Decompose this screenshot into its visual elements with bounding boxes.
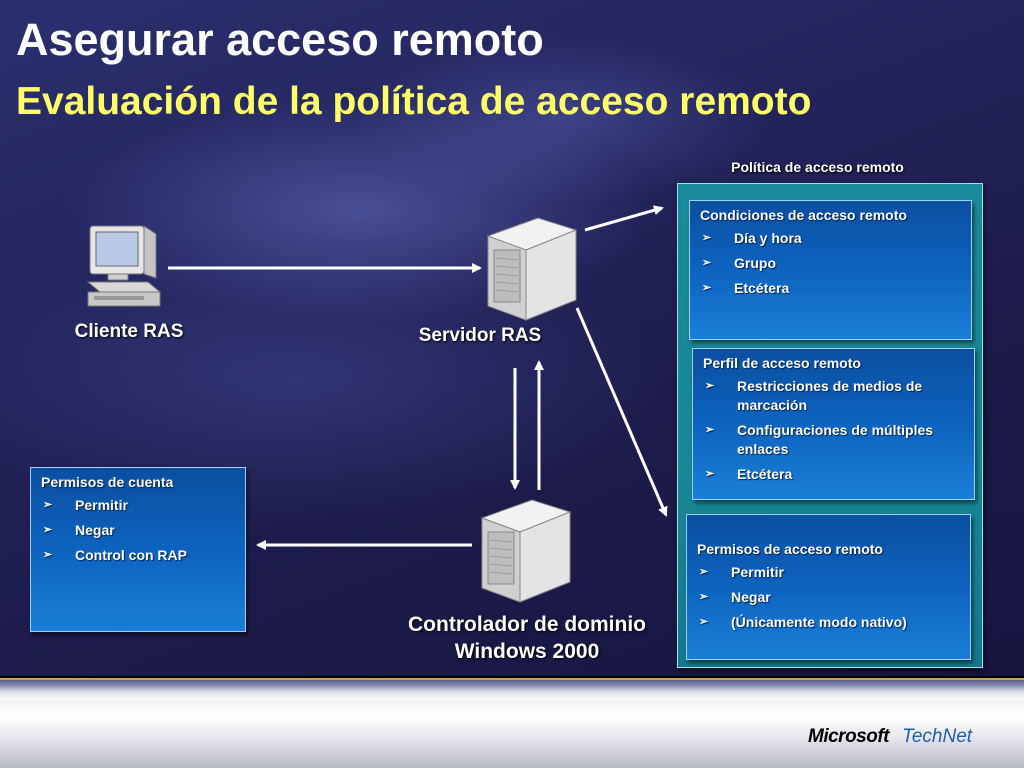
list-item: Grupo xyxy=(700,254,961,273)
account-permissions-title: Permisos de cuenta xyxy=(41,474,174,490)
footer-stripe xyxy=(0,698,1024,700)
remote-permissions-title: Permisos de acceso remoto xyxy=(697,541,883,557)
client-label: Cliente RAS xyxy=(74,321,184,342)
conditions-list: Día y hora Grupo Etcétera xyxy=(700,229,961,298)
account-permissions-box: Permisos de cuenta Permitir Negar Contro… xyxy=(30,467,246,632)
list-item: Configuraciones de múltiples enlaces xyxy=(703,421,954,459)
conditions-title: Condiciones de acceso remoto xyxy=(700,207,907,223)
list-item: Día y hora xyxy=(700,229,961,248)
arrow-server-to-permissions xyxy=(575,307,668,517)
list-item: Control con RAP xyxy=(41,546,235,565)
remote-permissions-list: Permitir Negar (Únicamente modo nativo) xyxy=(697,563,960,632)
microsoft-logo: Microsoft xyxy=(808,726,890,747)
ras-server-icon xyxy=(486,217,578,321)
list-item: Restricciones de medios de marcación xyxy=(703,377,954,415)
list-item: Etcétera xyxy=(700,279,961,298)
footer-stripe xyxy=(0,721,1024,723)
list-item: Etcétera xyxy=(703,465,954,484)
dc-label: Controlador de dominio Windows 2000 xyxy=(372,611,682,665)
connector-arrows xyxy=(168,205,668,550)
profile-box: Perfil de acceso remoto Restricciones de… xyxy=(692,348,975,500)
profile-list: Restricciones de medios de marcación Con… xyxy=(703,377,954,484)
profile-title: Perfil de acceso remoto xyxy=(703,355,861,371)
account-permissions-list: Permitir Negar Control con RAP xyxy=(41,496,235,565)
footer-band xyxy=(0,676,1024,768)
list-item: Permitir xyxy=(41,496,235,515)
list-item: Negar xyxy=(41,521,235,540)
list-item: (Únicamente modo nativo) xyxy=(697,613,960,632)
list-item: Negar xyxy=(697,588,960,607)
conditions-box: Condiciones de acceso remoto Día y hora … xyxy=(689,200,972,340)
client-computer-icon xyxy=(86,225,162,307)
arrow-server-to-conditions xyxy=(584,205,664,232)
server-label: Servidor RAS xyxy=(418,325,542,346)
slide-title: Asegurar acceso remoto xyxy=(16,14,544,65)
technet-logo: TechNet xyxy=(902,726,973,747)
dc-label-line2: Windows 2000 xyxy=(454,640,600,663)
policy-panel-title: Política de acceso remoto xyxy=(731,159,904,175)
dc-label-line1: Controlador de dominio xyxy=(408,613,646,636)
domain-controller-icon xyxy=(480,499,572,603)
slide-subtitle: Evaluación de la política de acceso remo… xyxy=(16,80,812,123)
list-item: Permitir xyxy=(697,563,960,582)
remote-permissions-box: Permisos de acceso remoto Permitir Negar… xyxy=(686,514,971,660)
